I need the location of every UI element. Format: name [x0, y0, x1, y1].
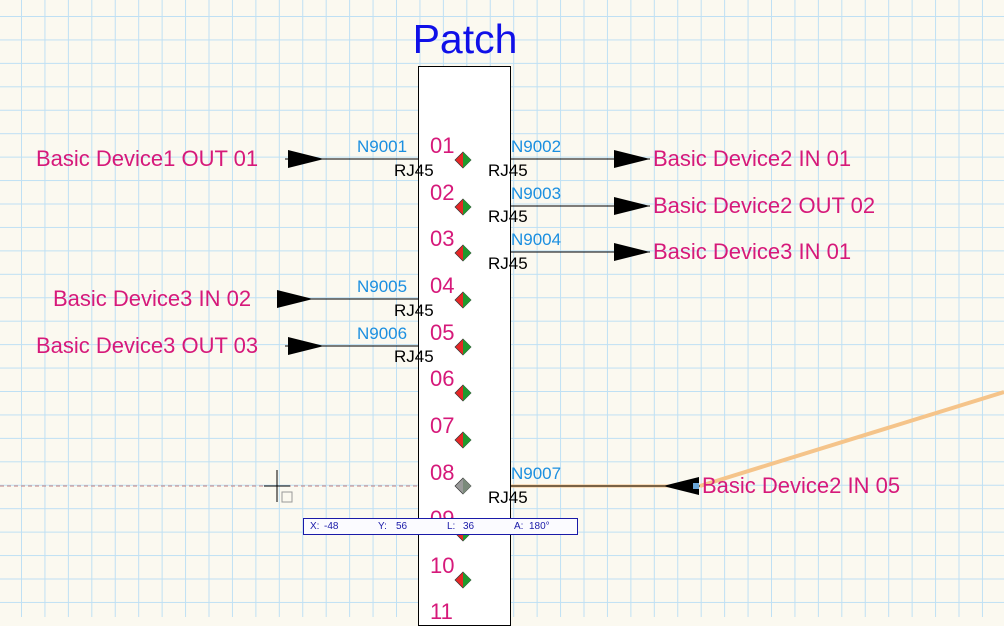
- port-number: 01: [430, 133, 455, 158]
- readout-a-label: A:: [514, 521, 524, 532]
- port-connector-icon[interactable]: [454, 338, 472, 356]
- connector-type-label: RJ45: [394, 301, 434, 320]
- readout-x-value: -48: [324, 521, 339, 532]
- readout-a-value: 180°: [529, 521, 550, 532]
- page-title: Patch: [412, 16, 518, 62]
- connector-type-label: RJ45: [488, 161, 528, 180]
- arrow-icon[interactable]: [277, 290, 313, 308]
- port-connector-icon[interactable]: [454, 477, 472, 495]
- connector-type-label: RJ45: [394, 347, 434, 366]
- port-number: 10: [430, 553, 455, 578]
- device-label[interactable]: Basic Device2 IN 01: [653, 146, 852, 171]
- device-label[interactable]: Basic Device2 IN 05: [702, 473, 901, 498]
- readout-y-label: Y:: [378, 521, 387, 532]
- net-id-label[interactable]: N9007: [511, 464, 562, 483]
- port-connector-icon[interactable]: [454, 291, 472, 309]
- port-number: 11: [430, 599, 453, 624]
- port-connector-icon[interactable]: [454, 151, 472, 169]
- net-id-label[interactable]: N9002: [511, 137, 562, 156]
- arrow-icon[interactable]: [614, 197, 650, 215]
- port-number: 07: [430, 413, 455, 438]
- connector-type-label: RJ45: [488, 488, 528, 507]
- device-label[interactable]: Basic Device3 IN 02: [53, 286, 252, 311]
- net-id-label[interactable]: N9003: [511, 184, 562, 203]
- coordinate-readout: X: -48 Y: 56 L: 36 A: 180°: [303, 518, 578, 535]
- readout-l-label: L:: [447, 521, 456, 532]
- net-id-label[interactable]: N9001: [357, 137, 408, 156]
- net-id-label[interactable]: N9006: [357, 324, 408, 343]
- connector-type-label: RJ45: [488, 207, 528, 226]
- port-number: 05: [430, 320, 455, 345]
- device-label[interactable]: Basic Device2 OUT 02: [653, 193, 876, 218]
- port-connector-icon[interactable]: [454, 431, 472, 449]
- arrow-icon[interactable]: [663, 477, 699, 495]
- port-connector-icon[interactable]: [454, 198, 472, 216]
- port-connector-icon[interactable]: [454, 384, 472, 402]
- device-label[interactable]: Basic Device1 OUT 01: [36, 146, 259, 171]
- net-id-label[interactable]: N9005: [357, 277, 408, 296]
- cable-preview-angled: [699, 390, 1004, 488]
- cable-handle[interactable]: [693, 483, 699, 489]
- arrow-icon[interactable]: [288, 150, 324, 168]
- readout-y-value: 56: [396, 521, 408, 532]
- connector-type-label: RJ45: [488, 254, 528, 273]
- arrow-icon[interactable]: [614, 150, 650, 168]
- port-number: 06: [430, 366, 455, 391]
- readout-l-value: 36: [463, 521, 475, 532]
- port-connector-icon[interactable]: [454, 244, 472, 262]
- net-id-label[interactable]: N9004: [511, 230, 562, 249]
- device-label[interactable]: Basic Device3 OUT 03: [36, 333, 259, 358]
- device-label[interactable]: Basic Device3 IN 01: [653, 239, 852, 264]
- port-connector-icon[interactable]: [454, 571, 472, 589]
- connector-type-label: RJ45: [394, 161, 434, 180]
- port-number: 08: [430, 460, 455, 485]
- readout-x-label: X:: [310, 521, 320, 532]
- port-number: 03: [430, 226, 455, 251]
- port-number: 02: [430, 180, 455, 205]
- arrow-icon[interactable]: [288, 337, 324, 355]
- arrow-icon[interactable]: [614, 243, 650, 261]
- port-number: 04: [430, 273, 455, 298]
